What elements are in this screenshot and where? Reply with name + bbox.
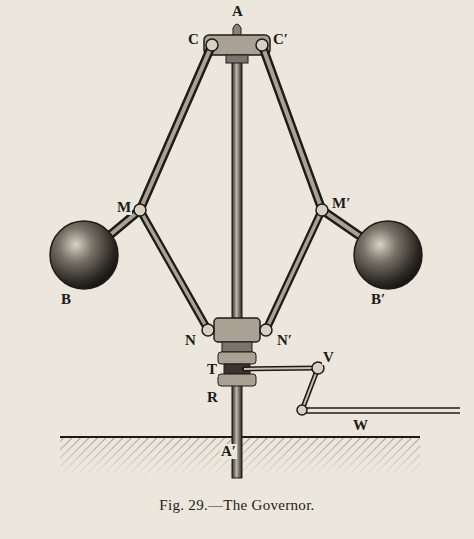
part-letter: C′ [272, 32, 289, 47]
part-letter: A′ [220, 444, 237, 459]
part-letter: V [322, 350, 335, 365]
collar-neck [226, 55, 248, 63]
part-letter: C [187, 32, 200, 47]
ball [354, 221, 422, 289]
figure-caption: Fig. 29.—The Governor. [159, 497, 314, 514]
spindle [232, 48, 242, 478]
part-letter: M′ [331, 196, 351, 211]
grooved-collar [218, 374, 256, 386]
part-letter: M [116, 200, 132, 215]
part-letter: A [231, 4, 244, 19]
grooved-collar [218, 352, 256, 364]
sleeve [214, 318, 260, 342]
part-letter: W [352, 418, 369, 433]
part-letter: B′ [370, 292, 386, 307]
sleeve-neck [222, 342, 252, 352]
finial [233, 24, 241, 36]
part-letter: N [184, 333, 197, 348]
part-letter: R [206, 390, 219, 405]
part-letter: T [206, 362, 218, 377]
ball [50, 221, 118, 289]
part-letter: B [60, 292, 72, 307]
arms [92, 45, 380, 330]
rod [306, 408, 460, 413]
lever [244, 362, 324, 415]
pivot-pins [134, 39, 328, 336]
part-letter: N′ [276, 333, 293, 348]
